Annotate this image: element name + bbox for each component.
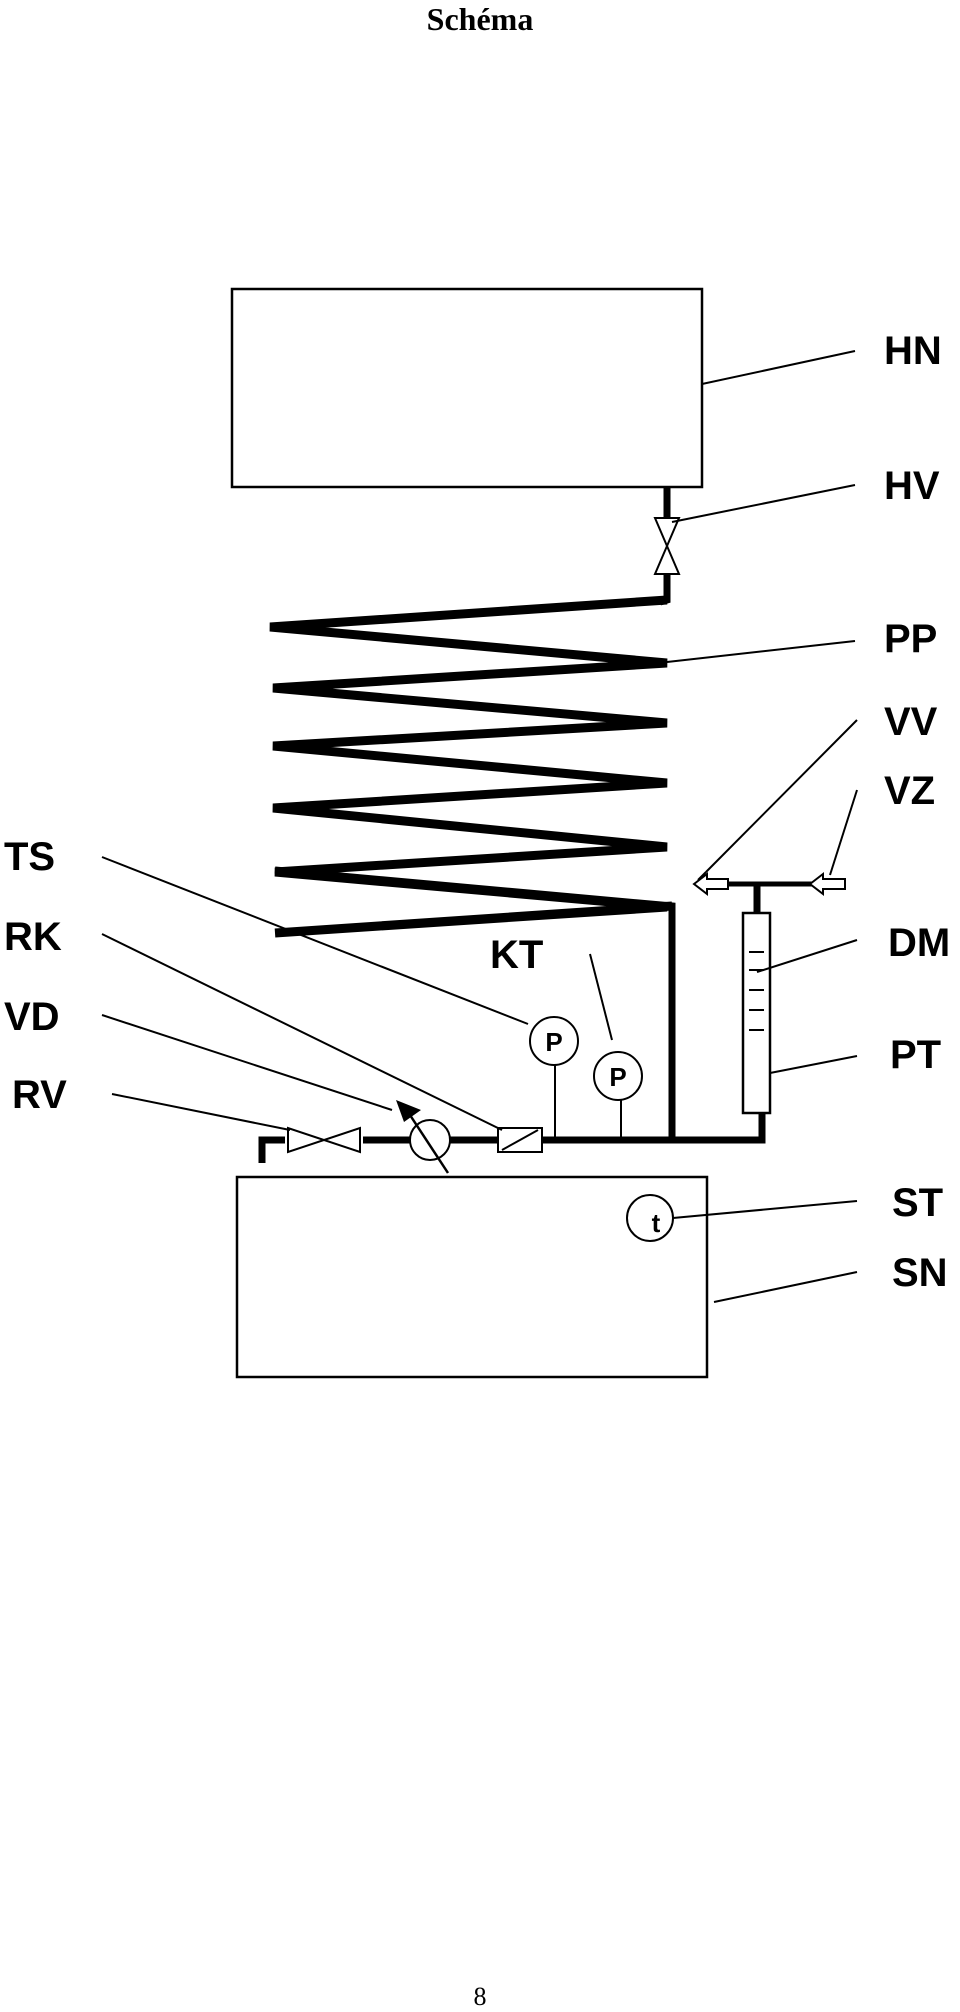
leader-lines-right: [666, 350, 858, 1303]
pressure-gauge-2: P: [593, 1051, 643, 1101]
page-title: Schéma: [426, 1, 534, 37]
label-st: ST: [892, 1181, 943, 1225]
inlet-arrow-vz: [808, 871, 846, 897]
label-vd: VD: [4, 995, 60, 1039]
label-hn: HN: [884, 329, 942, 373]
label-kt: KT: [490, 933, 543, 977]
coil-pp: [269, 595, 673, 938]
label-dm: DM: [888, 921, 950, 965]
vv-leader-arrow-line: [697, 871, 707, 881]
label-vz: VZ: [884, 769, 935, 813]
label-sn: SN: [892, 1251, 948, 1295]
label-pt: PT: [890, 1033, 941, 1077]
label-ts: TS: [4, 835, 55, 879]
page-number: 8: [473, 1982, 487, 2011]
pump-vd: [396, 1100, 451, 1174]
filter-ts: [497, 1127, 543, 1153]
label-hv: HV: [884, 464, 940, 508]
thermometer-label: t: [652, 1208, 661, 1238]
pressure-gauge-1: P: [529, 1016, 579, 1066]
pressure-gauge-1-label: P: [545, 1027, 562, 1057]
pressure-gauge-2-label: P: [609, 1062, 626, 1092]
thermometer-st: t: [626, 1194, 674, 1242]
valve-hv: [653, 517, 681, 575]
flowmeter-pt: [741, 911, 772, 1115]
coil-outlet: [274, 866, 676, 1140]
outlet-arrow-vv: [692, 871, 729, 897]
leader-lines-left: [101, 856, 613, 1131]
label-rk: RK: [4, 915, 62, 959]
label-rv: RV: [12, 1073, 67, 1117]
upper-tank: [230, 287, 704, 489]
valve-rv: [285, 1126, 363, 1154]
label-vv: VV: [884, 700, 938, 744]
label-pp: PP: [884, 617, 937, 661]
